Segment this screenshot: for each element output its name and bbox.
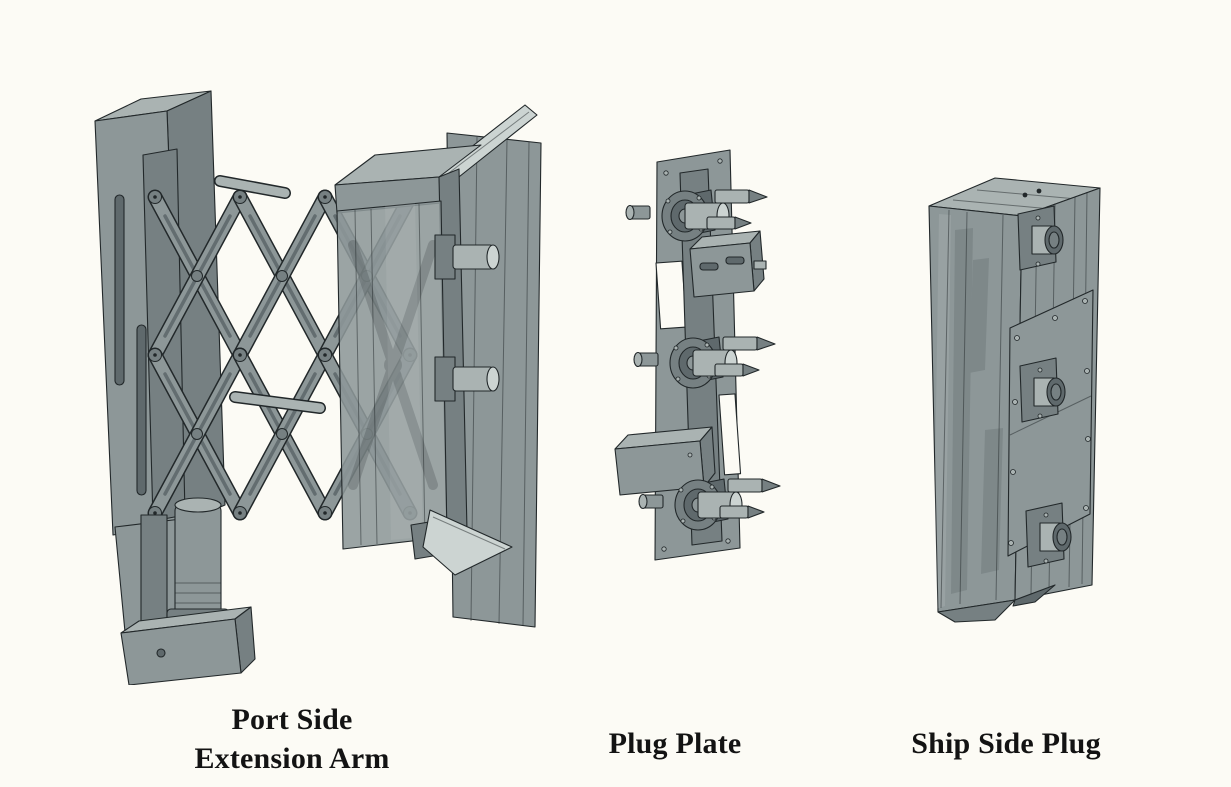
docking-pin — [452, 366, 500, 392]
ghost-linkage — [348, 240, 438, 490]
socket-connector-middle — [1019, 357, 1066, 423]
plug-connector-middle — [633, 336, 776, 389]
socket-connector-top — [1017, 205, 1064, 271]
plug-plate-drawing — [614, 149, 781, 561]
ship-side-plug-drawing — [928, 177, 1101, 623]
port-side-extension-arm-drawing — [94, 90, 542, 685]
label-line: Ship Side Plug — [911, 727, 1101, 760]
plug-plate-figure — [600, 145, 785, 585]
carriage — [334, 144, 513, 576]
bottom-taper — [937, 584, 1056, 623]
upper-junction-box — [689, 230, 767, 298]
linear-actuator — [140, 497, 230, 644]
plug-connector-bottom — [638, 478, 781, 531]
plug-plate-label: Plug Plate — [545, 724, 805, 763]
foot-bracket — [120, 606, 256, 685]
plug-connector-top — [625, 189, 768, 242]
label-line: Extension Arm — [194, 742, 390, 775]
mounting-plate — [1007, 289, 1094, 557]
port-side-extension-arm-figure — [85, 85, 545, 685]
label-line: Port Side — [231, 703, 353, 736]
bottom-flap — [410, 509, 513, 576]
socket-connector-bottom — [1025, 502, 1072, 568]
port-side-extension-arm-label: Port Side Extension Arm — [110, 700, 474, 778]
docking-pin — [452, 244, 500, 270]
ship-side-plug-figure — [915, 170, 1115, 625]
label-line: Plug Plate — [608, 727, 742, 760]
ship-side-plug-label: Ship Side Plug — [860, 724, 1152, 763]
